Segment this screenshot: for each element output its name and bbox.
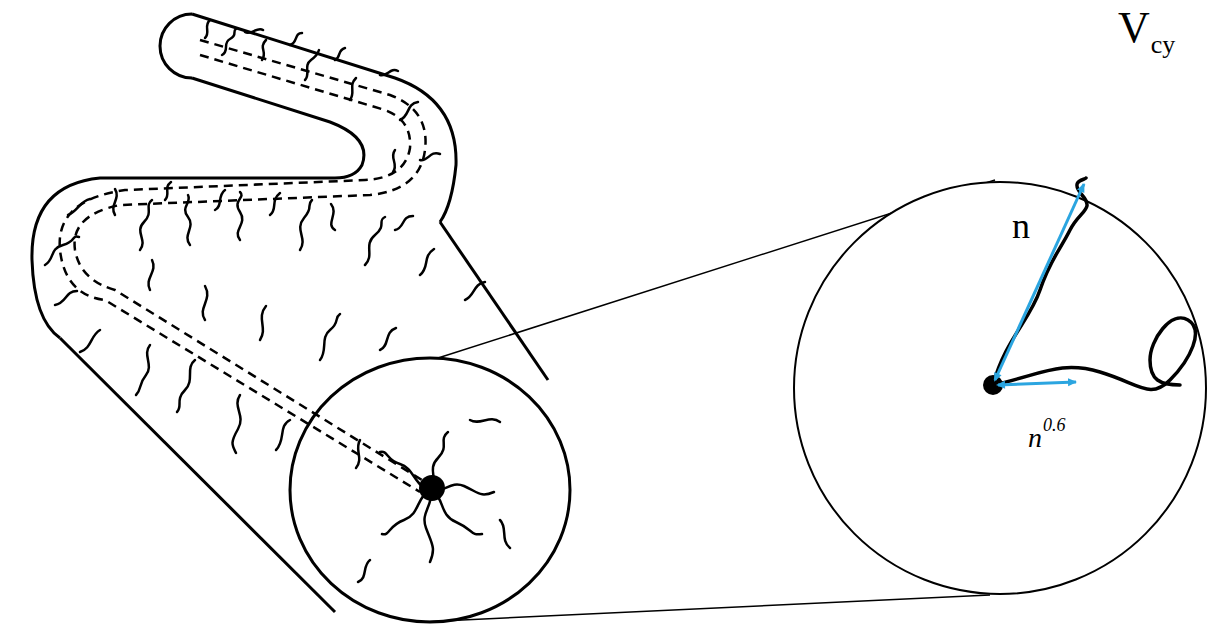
chain-size-label: n bbox=[1028, 424, 1042, 452]
zoom-circle bbox=[794, 182, 1206, 594]
backbone-end-dot bbox=[419, 475, 445, 501]
cylinder-outline bbox=[32, 14, 570, 622]
chain-size-exponent: 0.6 bbox=[1043, 416, 1066, 434]
zoomed-side-chains bbox=[993, 178, 1195, 389]
size-arrows bbox=[995, 184, 1084, 385]
volume-subscript: cy bbox=[1151, 32, 1176, 58]
side-chains bbox=[45, 20, 510, 582]
backbone bbox=[60, 40, 430, 492]
chain-length-label: n bbox=[1012, 208, 1030, 244]
volume-symbol: V bbox=[1118, 6, 1150, 50]
